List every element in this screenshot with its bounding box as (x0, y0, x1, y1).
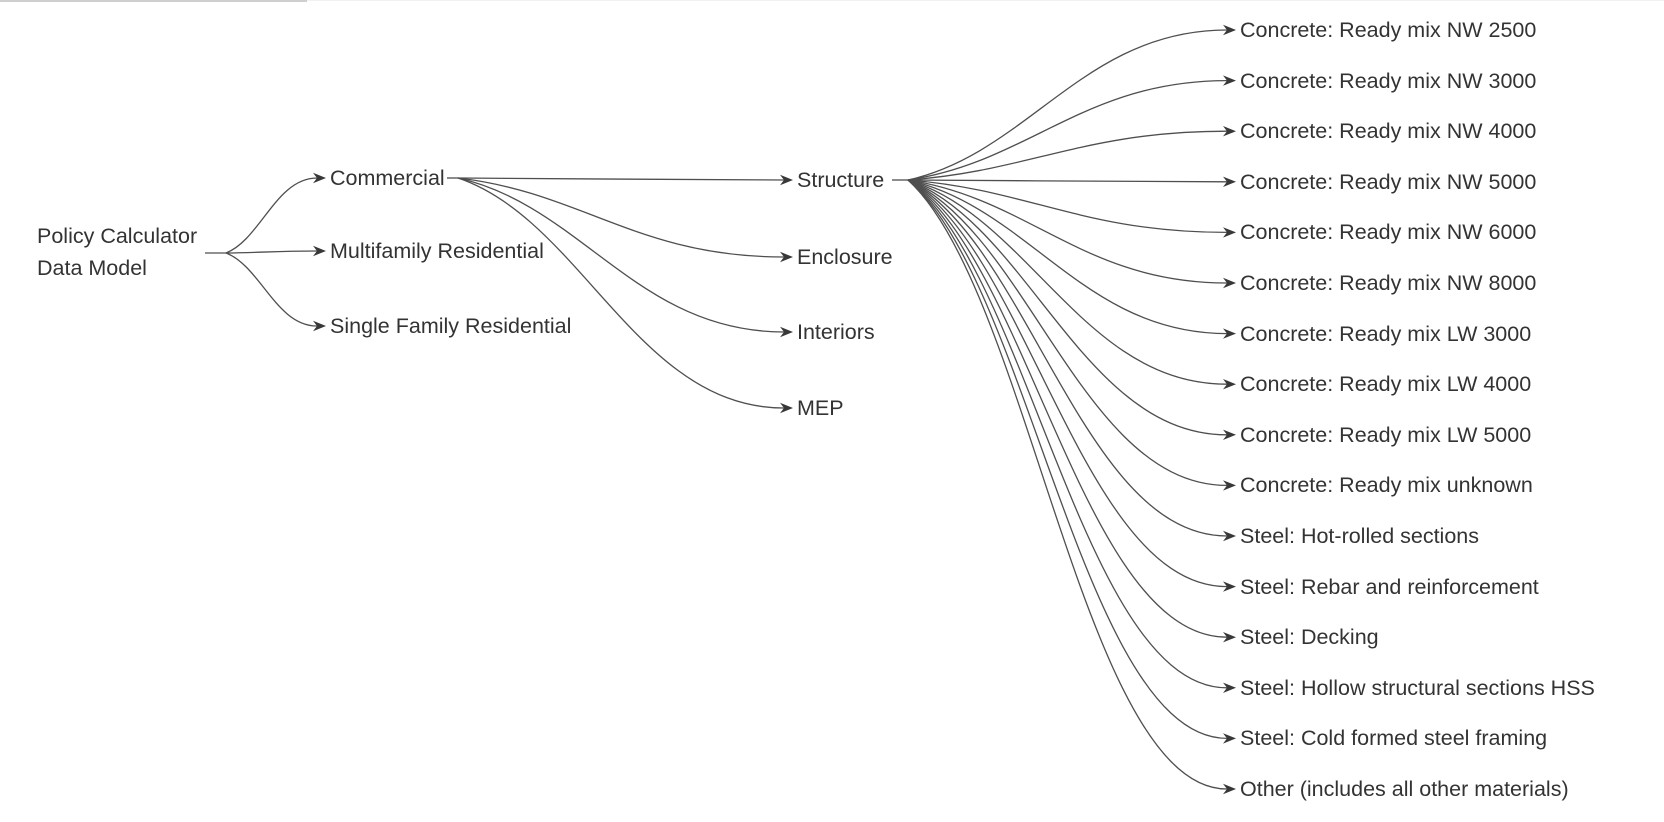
arrowhead-icon (1223, 530, 1236, 542)
node-concrete-ready-mix-unknown: Concrete: Ready mix unknown (1240, 473, 1533, 498)
edge-structure-concrete-ready-mix-nw-2500 (907, 29, 1228, 181)
arrowhead-icon (780, 251, 793, 263)
window-top-edge-bar (0, 0, 307, 2)
node-concrete-ready-mix-nw-3000: Concrete: Ready mix NW 3000 (1240, 68, 1537, 93)
node-concrete-ready-mix-nw-6000: Concrete: Ready mix NW 6000 (1240, 220, 1537, 245)
arrowhead-icon (313, 172, 326, 184)
node-steel-decking: Steel: Decking (1240, 625, 1379, 650)
node-concrete-ready-mix-lw-3000: Concrete: Ready mix LW 3000 (1240, 321, 1532, 346)
arrowhead-icon (780, 326, 793, 338)
node-concrete-ready-mix-nw-2500: Concrete: Ready mix NW 2500 (1240, 18, 1537, 42)
arrowhead-icon (1223, 126, 1236, 137)
arrowhead-icon (313, 245, 326, 257)
node-steel-cold-formed-steel-framing: Steel: Cold formed steel framing (1240, 726, 1548, 751)
arrowhead-icon (1223, 783, 1236, 795)
node-steel-hot-rolled-sections: Steel: Hot-rolled sections (1240, 524, 1479, 548)
arrowhead-icon (1223, 581, 1236, 592)
edge-structure-concrete-ready-mix-unknown (907, 179, 1228, 487)
edge-structure-steel-decking (907, 179, 1228, 638)
window-top-hairline (0, 0, 1664, 1)
node-root-line-2: Data Model (37, 256, 147, 280)
arrowhead-icon (313, 320, 326, 332)
arrowhead-icon (1223, 733, 1236, 744)
node-steel-rebar-and-reinforcement: Steel: Rebar and reinforcement (1240, 574, 1539, 599)
arrowhead-icon (1223, 480, 1236, 491)
node-concrete-ready-mix-lw-5000: Concrete: Ready mix LW 5000 (1240, 422, 1532, 447)
edge-structure-concrete-ready-mix-nw-3000 (907, 79, 1228, 181)
node-commercial: Commercial (330, 166, 445, 190)
arrowhead-icon (1223, 682, 1236, 693)
node-enclosure: Enclosure (797, 245, 893, 269)
edge-structure-concrete-ready-mix-nw-5000 (907, 179, 1228, 183)
node-structure: Structure (797, 168, 885, 192)
edge-root-single-family-residential (225, 252, 318, 327)
arrowhead-icon (1223, 328, 1236, 339)
edge-structure-concrete-ready-mix-nw-6000 (907, 179, 1228, 234)
node-concrete-ready-mix-nw-5000: Concrete: Ready mix NW 5000 (1240, 169, 1537, 194)
edge-structure-steel-hollow-structural-sections-hss (907, 179, 1228, 689)
arrowhead-icon (780, 402, 793, 414)
arrowhead-icon (1223, 379, 1236, 390)
edge-commercial-interiors (457, 177, 785, 333)
edge-root-multifamily-residential (225, 250, 318, 254)
edge-commercial-enclosure (457, 177, 785, 258)
edge-root-commercial (225, 177, 318, 254)
node-concrete-ready-mix-nw-8000: Concrete: Ready mix NW 8000 (1240, 271, 1537, 295)
node-interiors: Interiors (797, 320, 875, 344)
node-multifamily-residential: Multifamily Residential (330, 239, 544, 263)
arrowhead-icon (1223, 429, 1236, 440)
node-concrete-ready-mix-lw-4000: Concrete: Ready mix LW 4000 (1240, 372, 1532, 397)
node-steel-hollow-structural-sections-hss: Steel: Hollow structural sections HSS (1240, 675, 1595, 700)
node-root-line-1: Policy Calculator (37, 224, 198, 248)
node-mep: MEP (797, 396, 844, 420)
node-concrete-ready-mix-nw-4000: Concrete: Ready mix NW 4000 (1240, 119, 1537, 144)
edge-structure-concrete-ready-mix-lw-5000 (907, 179, 1228, 436)
arrowhead-icon (1223, 176, 1236, 187)
edge-commercial-structure (457, 177, 785, 181)
arrowhead-icon (1223, 24, 1236, 36)
arrowhead-icon (1223, 227, 1236, 238)
edge-structure-concrete-ready-mix-nw-8000 (907, 179, 1228, 284)
edge-structure-concrete-ready-mix-nw-4000 (907, 130, 1228, 181)
edge-structure-steel-rebar-and-reinforcement (907, 179, 1228, 588)
node-root: Policy Calculator Data Model (37, 220, 197, 284)
arrowhead-icon (1223, 75, 1236, 86)
arrowhead-icon (1223, 632, 1236, 643)
edge-structure-steel-hot-rolled-sections (907, 179, 1228, 537)
edge-structure-concrete-ready-mix-lw-3000 (907, 179, 1228, 335)
edge-structure-concrete-ready-mix-lw-4000 (907, 179, 1228, 385)
node-other-includes-all-other-materials: Other (includes all other materials) (1240, 777, 1569, 801)
node-single-family-residential: Single Family Residential (330, 314, 572, 338)
arrowhead-icon (780, 174, 793, 186)
arrowhead-icon (1223, 277, 1236, 289)
edge-structure-steel-cold-formed-steel-framing (907, 179, 1228, 740)
edge-structure-other-includes-all-other-materials (907, 179, 1228, 790)
edge-commercial-mep (457, 177, 785, 409)
